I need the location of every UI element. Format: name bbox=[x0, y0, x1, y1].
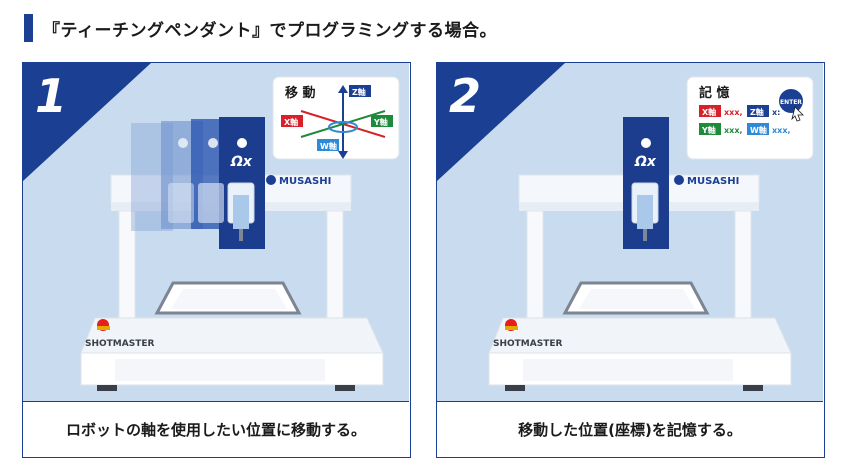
head-logo-text: Ωx bbox=[230, 154, 253, 170]
step-corner-triangle bbox=[23, 63, 151, 181]
enter-key-icon bbox=[777, 87, 805, 115]
head-logo-text: Ωx bbox=[634, 154, 657, 170]
heading-accent-bar bbox=[24, 14, 33, 42]
step-number-2: 2 bbox=[449, 69, 482, 123]
step-1-illustration: Ωx MUSASHI SHOTMASTER 移 動 Z軸 bbox=[23, 63, 409, 401]
x-axis-label: X軸 bbox=[284, 117, 298, 127]
z-axis-label: Z軸 bbox=[352, 87, 366, 97]
move-card-title: 移 動 bbox=[285, 85, 316, 101]
step-panel-2: Ωx MUSASHI SHOTMASTER 記 憶 X軸 xxx, Z軸 x: … bbox=[436, 62, 825, 458]
step-2-caption: 移動した位置(座標)を記憶する。 bbox=[437, 401, 823, 456]
y-axis-label: Y軸 bbox=[373, 117, 388, 127]
robot-illustration-1: Ωx MUSASHI SHOTMASTER 移 動 Z軸 bbox=[23, 63, 400, 391]
maker-logo-text: MUSASHI bbox=[279, 176, 331, 187]
w-axis-label: W軸 bbox=[320, 141, 337, 151]
mem-z-value: x: bbox=[772, 108, 780, 117]
mem-x-value: xxx, bbox=[724, 108, 743, 117]
mem-y-value: xxx, bbox=[724, 126, 743, 135]
heading-title: 『ティーチングペンダント』でプログラミングする場合。 bbox=[43, 20, 497, 41]
mem-y-label: Y軸 bbox=[701, 125, 716, 135]
section-heading: 『ティーチングペンダント』でプログラミングする場合。 bbox=[24, 14, 497, 42]
mem-z-label: Z軸 bbox=[750, 107, 764, 117]
step-number-1: 1 bbox=[35, 69, 68, 123]
memory-card-title: 記 憶 bbox=[699, 85, 730, 101]
brand-label: SHOTMASTER bbox=[493, 339, 562, 349]
mem-w-value: xxx, bbox=[772, 126, 791, 135]
cursor-icon bbox=[791, 106, 804, 122]
step-panel-1: Ωx MUSASHI SHOTMASTER 移 動 Z軸 bbox=[22, 62, 411, 458]
robot-illustration-2: Ωx MUSASHI SHOTMASTER 記 憶 X軸 xxx, Z軸 x: … bbox=[437, 63, 814, 391]
enter-key-label: ENTER bbox=[780, 99, 802, 106]
step-corner-triangle bbox=[437, 63, 565, 181]
brand-label: SHOTMASTER bbox=[85, 339, 154, 349]
maker-logo-text: MUSASHI bbox=[687, 176, 739, 187]
mem-x-label: X軸 bbox=[702, 107, 716, 117]
step-2-illustration: Ωx MUSASHI SHOTMASTER 記 憶 X軸 xxx, Z軸 x: … bbox=[437, 63, 823, 401]
mem-w-label: W軸 bbox=[750, 125, 767, 135]
step-1-caption: ロボットの軸を使用したい位置に移動する。 bbox=[23, 401, 409, 456]
